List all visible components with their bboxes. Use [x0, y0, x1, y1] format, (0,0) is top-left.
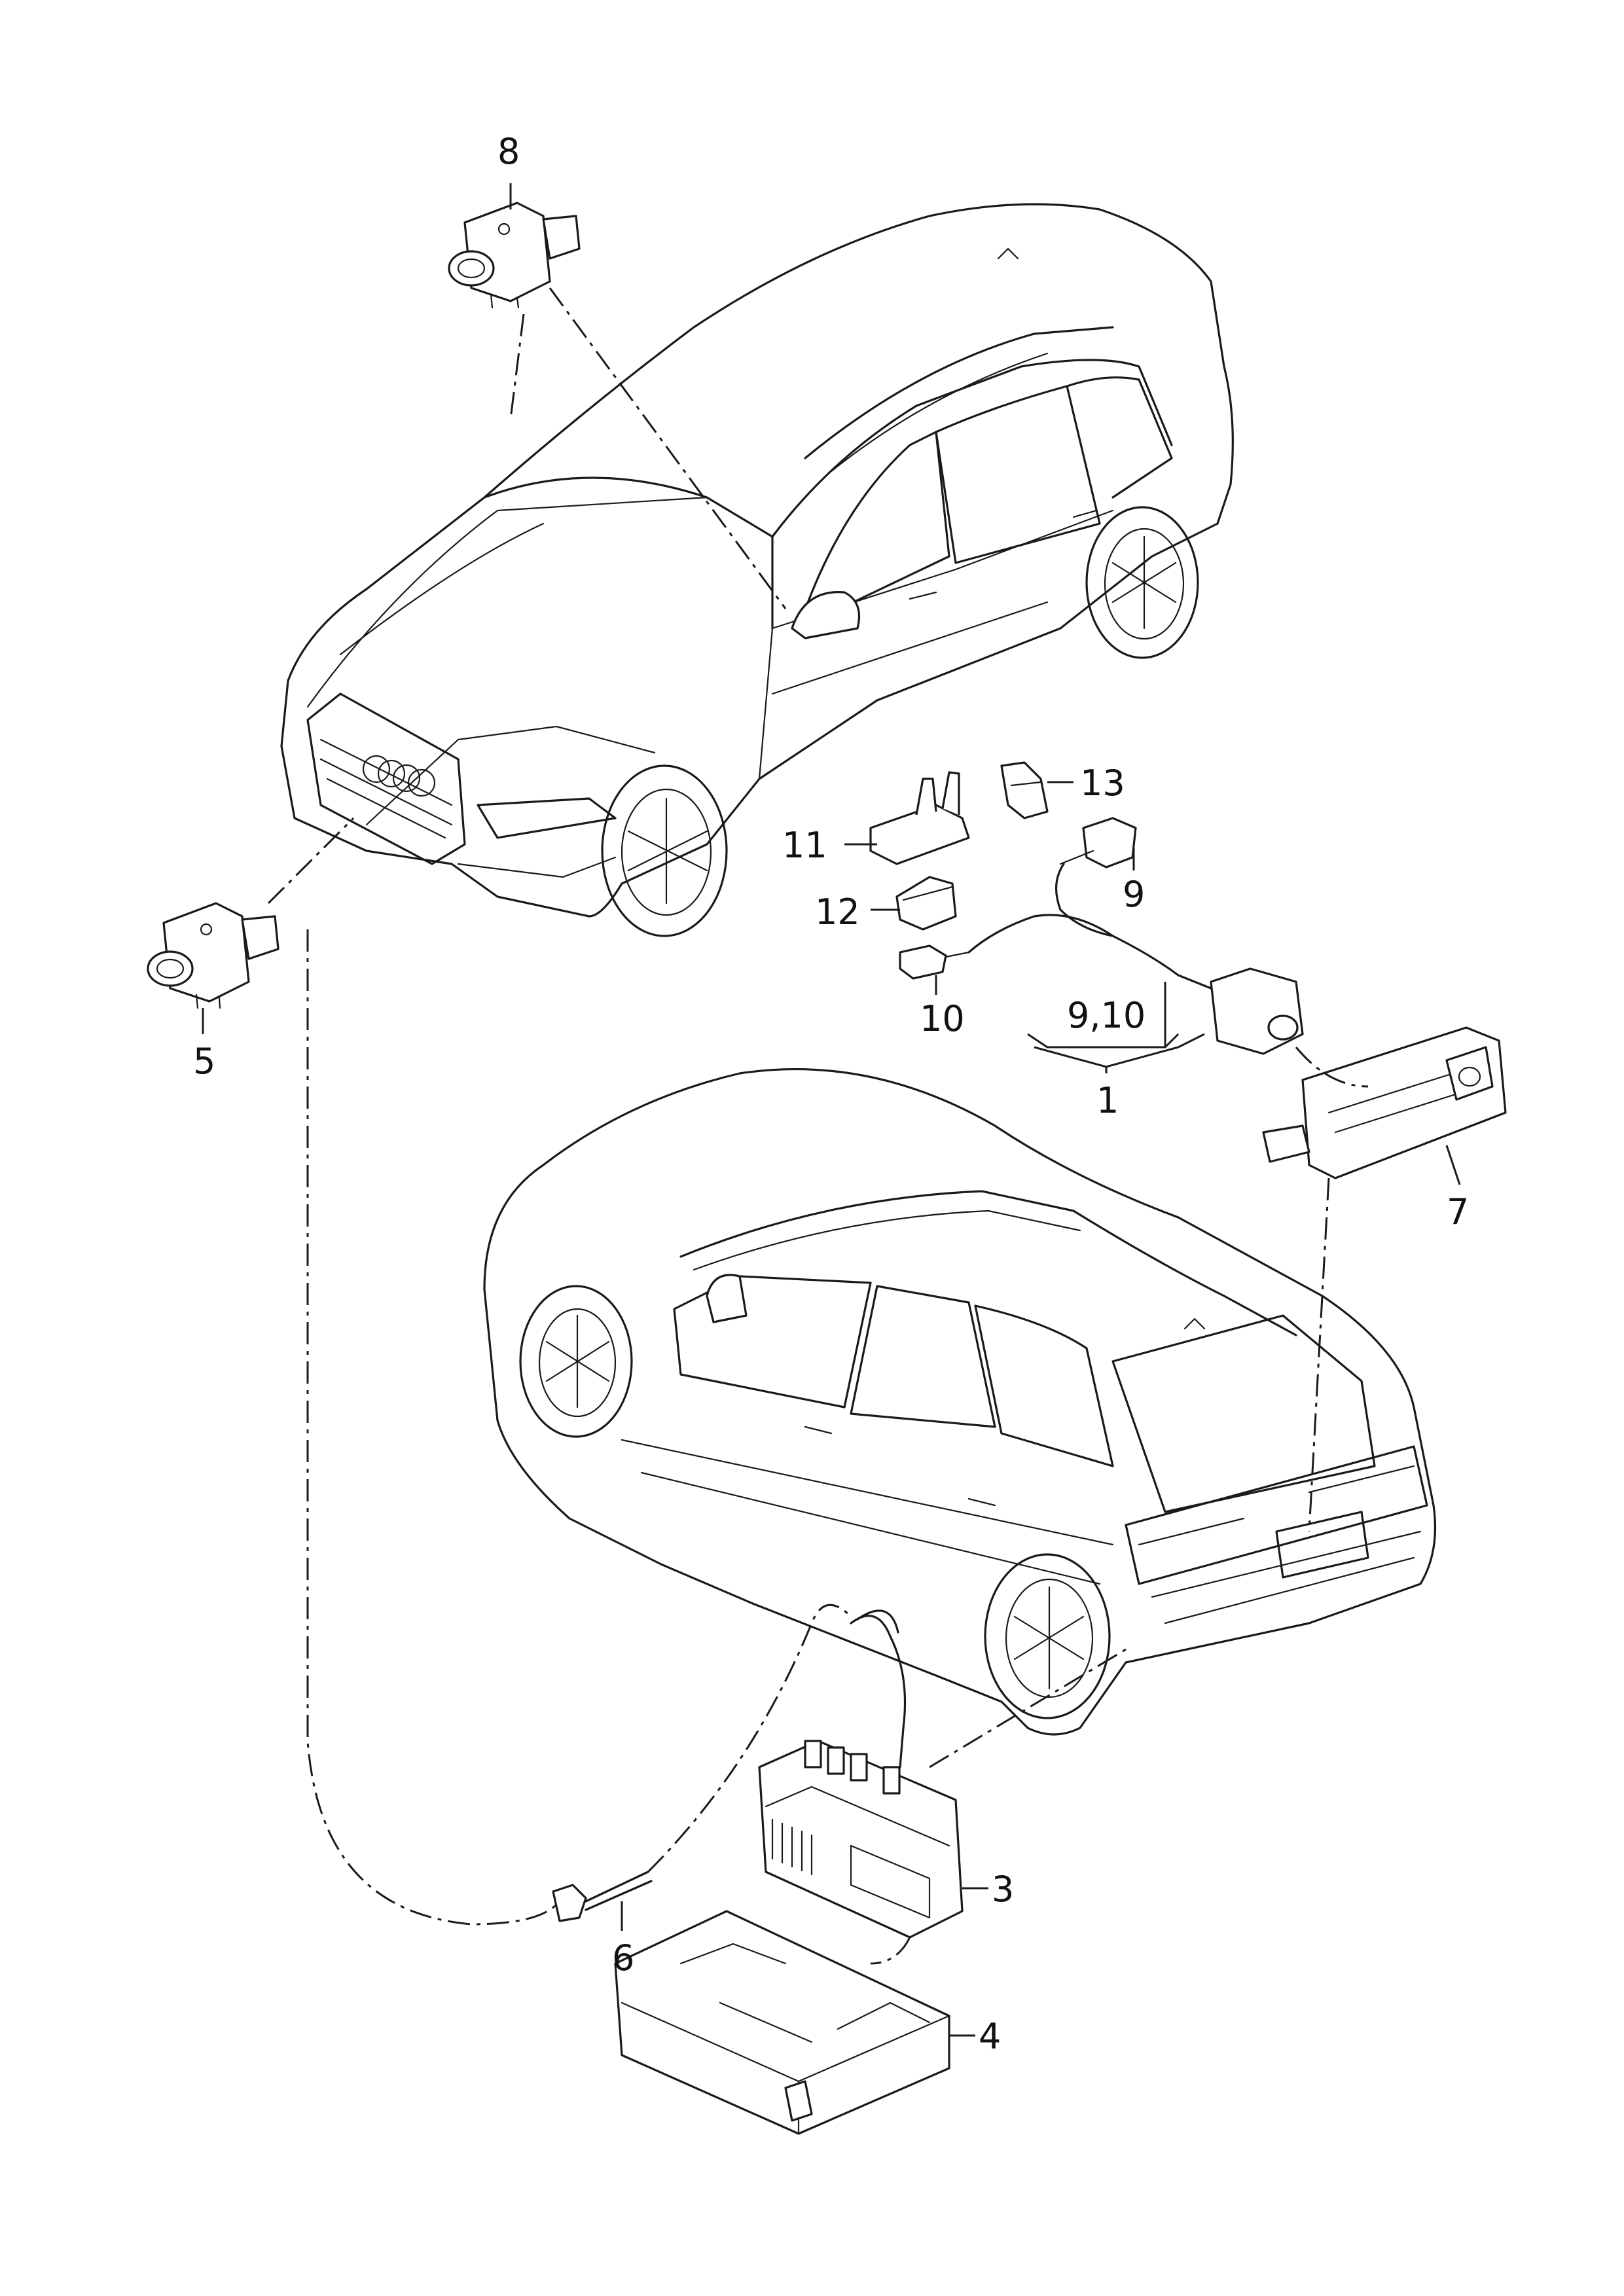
callout-6: 6: [612, 1937, 634, 1979]
callout-labels: 8 5 11 12 13 9 10 9,10 1 7 3 4 6: [193, 131, 1469, 2057]
callout-9: 9: [1123, 874, 1145, 915]
part-3-control-unit: [758, 1740, 964, 1939]
callout-10: 10: [920, 998, 965, 1039]
part-8-sensor: [448, 202, 581, 309]
part-6-cable: [552, 1871, 653, 1922]
front-vehicle-illustration: [280, 203, 1234, 937]
leader-lines: [202, 183, 1461, 2037]
callout-5: 5: [193, 1041, 215, 1082]
assembly-dash-lines: [267, 287, 1369, 1965]
callout-9-10: 9,10: [1067, 995, 1146, 1036]
callout-12: 12: [815, 891, 860, 933]
callout-7: 7: [1447, 1191, 1469, 1232]
callout-8: 8: [497, 131, 520, 172]
part-3-cable: [850, 1609, 907, 1768]
part-7-tailgate-handle: [1262, 1026, 1507, 1179]
callout-11: 11: [782, 825, 827, 866]
part-13-clip: [1000, 761, 1049, 819]
callout-4: 4: [979, 2016, 1001, 2057]
part-12-holder: [895, 876, 957, 931]
rear-vehicle-illustration: [483, 1068, 1437, 1736]
part-5-sensor: [147, 902, 280, 1009]
callout-3: 3: [992, 1869, 1014, 1910]
callout-13: 13: [1080, 762, 1125, 804]
part-1-camera-harness: [899, 817, 1304, 1055]
part-4-module: [614, 1910, 950, 2135]
part-11-bracket: [869, 771, 970, 865]
callout-1: 1: [1096, 1080, 1119, 1121]
